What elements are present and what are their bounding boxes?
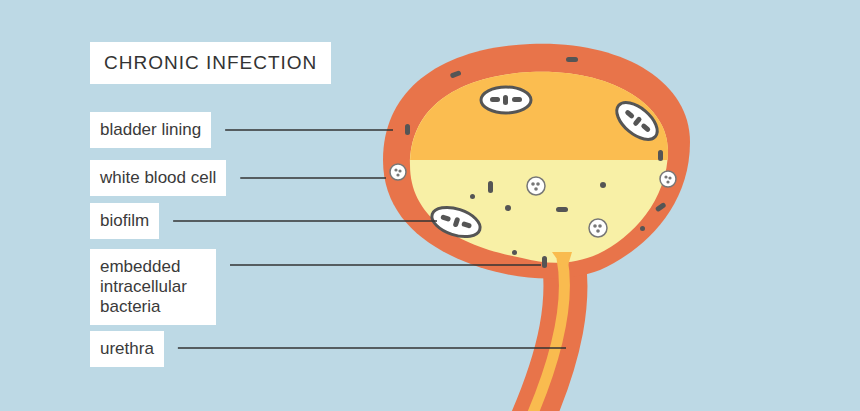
bacteria [405, 57, 667, 268]
label-text: white blood cell [100, 168, 216, 188]
label-text: bladder lining [100, 120, 201, 140]
urine-upper [410, 72, 668, 160]
label-box: bladder lining [90, 112, 211, 148]
white-blood-cell [390, 164, 676, 237]
urethra-channel [530, 258, 564, 411]
cell-nucleus [394, 168, 671, 232]
label-box: biofilm [90, 203, 159, 239]
leader-line [173, 130, 566, 348]
label-box: urethra [90, 331, 164, 367]
biofilm [428, 87, 664, 242]
bladder-lumen [410, 72, 668, 263]
bladder-wall [383, 44, 690, 279]
label-text: urethra [100, 339, 154, 359]
label-box: white blood cell [90, 160, 226, 196]
label-box: embedded intracellular bacteria [90, 249, 216, 325]
diagram-title: CHRONIC INFECTION [90, 42, 331, 84]
urethra-channel [552, 252, 572, 272]
label-text: biofilm [100, 211, 149, 231]
label-text: embedded intracellular bacteria [100, 257, 206, 317]
